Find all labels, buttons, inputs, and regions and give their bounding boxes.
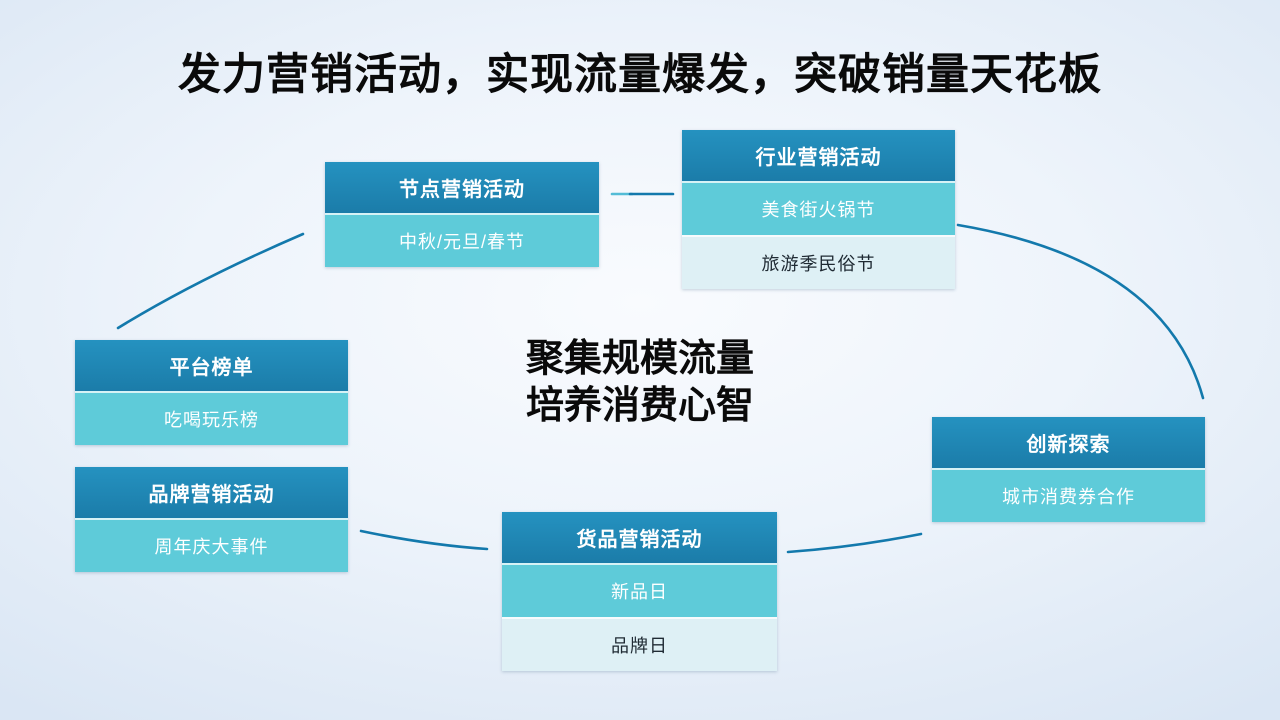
card-row: 周年庆大事件 [75,518,348,572]
connector-bottom-right [786,532,923,554]
card-platform-ranking: 平台榜单 吃喝玩乐榜 [75,340,348,445]
connector-bottom-left [359,529,489,551]
card-header: 品牌营销活动 [75,467,348,518]
card-header: 行业营销活动 [682,130,955,181]
connector-right-arc [956,223,1205,400]
card-row: 新品日 [502,563,777,617]
slide-title: 发力营销活动，实现流量爆发，突破销量天花板 [178,51,1102,99]
card-row: 城市消费券合作 [932,468,1205,522]
center-message: 聚集规模流量 培养消费心智 [0,336,1280,430]
center-message-line1: 聚集规模流量 [525,338,754,380]
card-industry-marketing: 行业营销活动 美食街火锅节 旅游季民俗节 [682,130,955,289]
card-row: 吃喝玩乐榜 [75,391,348,445]
card-node-marketing: 节点营销活动 中秋/元旦/春节 [325,162,599,267]
card-row: 旅游季民俗节 [682,235,955,289]
card-header: 创新探索 [932,417,1205,468]
card-brand-marketing: 品牌营销活动 周年庆大事件 [75,467,348,572]
card-row: 美食街火锅节 [682,181,955,235]
card-innovation-exploration: 创新探索 城市消费券合作 [932,417,1205,522]
card-row: 中秋/元旦/春节 [325,213,599,267]
connector-left-arc [116,232,305,330]
center-message-line2: 培养消费心智 [525,385,754,427]
card-product-marketing: 货品营销活动 新品日 品牌日 [502,512,777,671]
card-header: 平台榜单 [75,340,348,391]
card-header: 节点营销活动 [325,162,599,213]
card-header: 货品营销活动 [502,512,777,563]
card-row: 品牌日 [502,617,777,671]
